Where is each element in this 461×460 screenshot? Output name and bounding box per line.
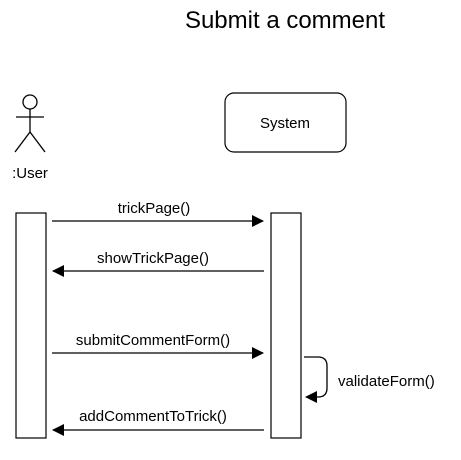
system-label: System (260, 115, 310, 132)
message-label-addcommenttotrick: addCommentToTrick() (79, 408, 227, 425)
diagram-title: Submit a comment (185, 7, 385, 34)
message-label-trickpage: trickPage() (118, 200, 191, 217)
message-arrow-validateform (304, 356, 328, 403)
user-activation-bar (15, 212, 47, 439)
system-activation-bar (270, 212, 302, 439)
message-label-showtrickpage: showTrickPage() (97, 250, 209, 267)
message-label-submitcommentform: submitCommentForm() (76, 332, 230, 349)
stick-figure-icon (14, 94, 46, 153)
message-label-validateform: validateForm() (338, 373, 435, 390)
system-box (224, 92, 347, 153)
actor-label: :User (12, 165, 48, 182)
